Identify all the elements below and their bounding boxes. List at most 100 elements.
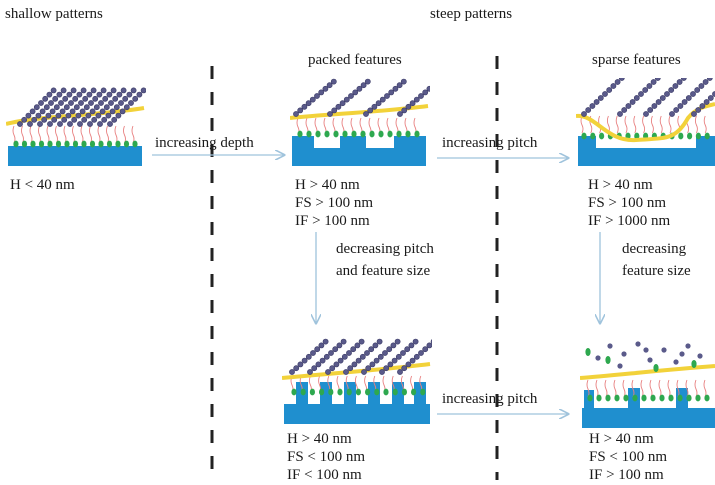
polymer-bead bbox=[412, 338, 419, 345]
polymer-bead bbox=[373, 357, 380, 364]
polymer-bead bbox=[113, 104, 120, 111]
lipid-tail bbox=[580, 115, 584, 134]
polymer-bead bbox=[35, 112, 42, 119]
label-line: FS > 100 nm bbox=[295, 195, 374, 211]
polymer-bead bbox=[404, 346, 411, 353]
protein-blob bbox=[405, 130, 411, 138]
protein-blob bbox=[365, 388, 371, 396]
polymer-bead bbox=[81, 116, 88, 123]
substrate-base bbox=[8, 146, 142, 166]
polymer-bead bbox=[31, 116, 38, 123]
substrate-pillar bbox=[578, 136, 596, 148]
protein-blob bbox=[401, 388, 407, 396]
polymer-bead bbox=[581, 111, 587, 117]
polymer-bead bbox=[629, 99, 636, 105]
protein-blob bbox=[677, 394, 683, 402]
polymer-bead bbox=[329, 365, 336, 372]
protein-blob bbox=[319, 388, 325, 396]
label-line: H > 40 nm bbox=[287, 431, 352, 447]
lipid-tail bbox=[703, 115, 707, 134]
polymer-bead bbox=[400, 350, 406, 356]
protein-blob bbox=[687, 132, 693, 140]
polymer-bead bbox=[363, 111, 369, 117]
polymer-bead bbox=[375, 100, 382, 107]
polymer-bead bbox=[314, 346, 321, 353]
polymer-bead bbox=[39, 108, 46, 115]
polymer-bead bbox=[654, 78, 661, 81]
polymer-bead bbox=[646, 83, 653, 89]
polymer-bead bbox=[56, 91, 63, 98]
polymer-bead bbox=[365, 365, 372, 372]
free-protein bbox=[691, 360, 697, 368]
polymer-bead bbox=[79, 108, 86, 115]
polymer-bead bbox=[331, 107, 338, 114]
polymer-bead bbox=[418, 350, 424, 356]
polymer-bead bbox=[418, 93, 424, 99]
substrate-pillar bbox=[414, 382, 426, 404]
polymer-bead bbox=[293, 111, 299, 117]
free-polymer-bead bbox=[685, 343, 691, 349]
protein-blob bbox=[686, 394, 692, 402]
label-line: IF > 1000 nm bbox=[588, 213, 671, 229]
polymer-bead bbox=[664, 91, 670, 97]
lipid-tail bbox=[615, 115, 619, 134]
polymer-bead bbox=[372, 342, 379, 349]
label-line: FS > 100 nm bbox=[588, 195, 667, 211]
polymer-bead bbox=[691, 111, 697, 117]
polymer-bead bbox=[343, 369, 349, 375]
lipid-tail bbox=[72, 125, 75, 144]
protein-blob bbox=[599, 132, 605, 140]
polymer-bead bbox=[359, 353, 366, 360]
lipid-tail bbox=[659, 115, 663, 134]
polymer-bead bbox=[103, 104, 110, 111]
lipid-tail bbox=[586, 379, 590, 398]
label-line: IF > 100 nm bbox=[295, 213, 370, 229]
polymer-bead bbox=[355, 357, 362, 364]
protein-blob bbox=[414, 130, 420, 138]
polymer-bead bbox=[123, 104, 130, 111]
polymer-bead bbox=[384, 93, 390, 99]
protein-blob bbox=[30, 140, 36, 148]
protein-blob bbox=[596, 394, 602, 402]
polymer-bead bbox=[379, 369, 385, 375]
polymer-bead bbox=[21, 116, 28, 123]
protein-blob bbox=[306, 130, 312, 138]
polymer-bead bbox=[382, 350, 388, 356]
polymer-bead bbox=[51, 116, 58, 123]
polymer-bead bbox=[119, 108, 126, 115]
label-line: H < 40 nm bbox=[10, 177, 75, 193]
label-block-dense-small: H > 40 nm FS < 100 nm IF < 100 nm bbox=[287, 430, 365, 484]
polymer-bead bbox=[669, 111, 675, 117]
polymer-bead bbox=[319, 357, 326, 364]
caption-decreasing-pitch-line1: decreasing pitch bbox=[336, 241, 434, 257]
lipid-tail bbox=[131, 125, 135, 144]
lipid-tail bbox=[613, 379, 617, 398]
packed-features-heading: packed features bbox=[308, 52, 402, 68]
polymer-bead bbox=[132, 95, 139, 102]
polymer-bead bbox=[61, 116, 68, 123]
membrane-sheet bbox=[580, 364, 715, 380]
polymer-bead bbox=[66, 91, 73, 98]
polymer-bead bbox=[426, 342, 432, 349]
label-line: FS < 100 nm bbox=[287, 449, 366, 465]
protein-blob bbox=[695, 132, 701, 140]
protein-blob bbox=[614, 394, 620, 402]
membrane-sheet bbox=[282, 362, 431, 380]
polymer-bead bbox=[297, 107, 304, 114]
polymer-bead bbox=[401, 365, 408, 372]
protein-blob bbox=[315, 130, 321, 138]
polymer-bead bbox=[105, 112, 112, 119]
free-polymer-bead bbox=[679, 351, 685, 357]
polymer-bead bbox=[695, 107, 702, 113]
polymer-bead bbox=[690, 91, 696, 97]
polymer-bead bbox=[361, 369, 367, 375]
polymer-bead bbox=[597, 95, 604, 101]
caption-decreasing-line2: feature size bbox=[622, 263, 691, 279]
free-polymer-bead bbox=[697, 353, 703, 359]
polymer-bead bbox=[111, 116, 118, 123]
protein-blob bbox=[369, 130, 375, 138]
protein-blob bbox=[351, 130, 357, 138]
polymer-bead bbox=[368, 346, 375, 353]
polymer-bead bbox=[100, 87, 107, 94]
polymer-bead bbox=[305, 353, 312, 360]
